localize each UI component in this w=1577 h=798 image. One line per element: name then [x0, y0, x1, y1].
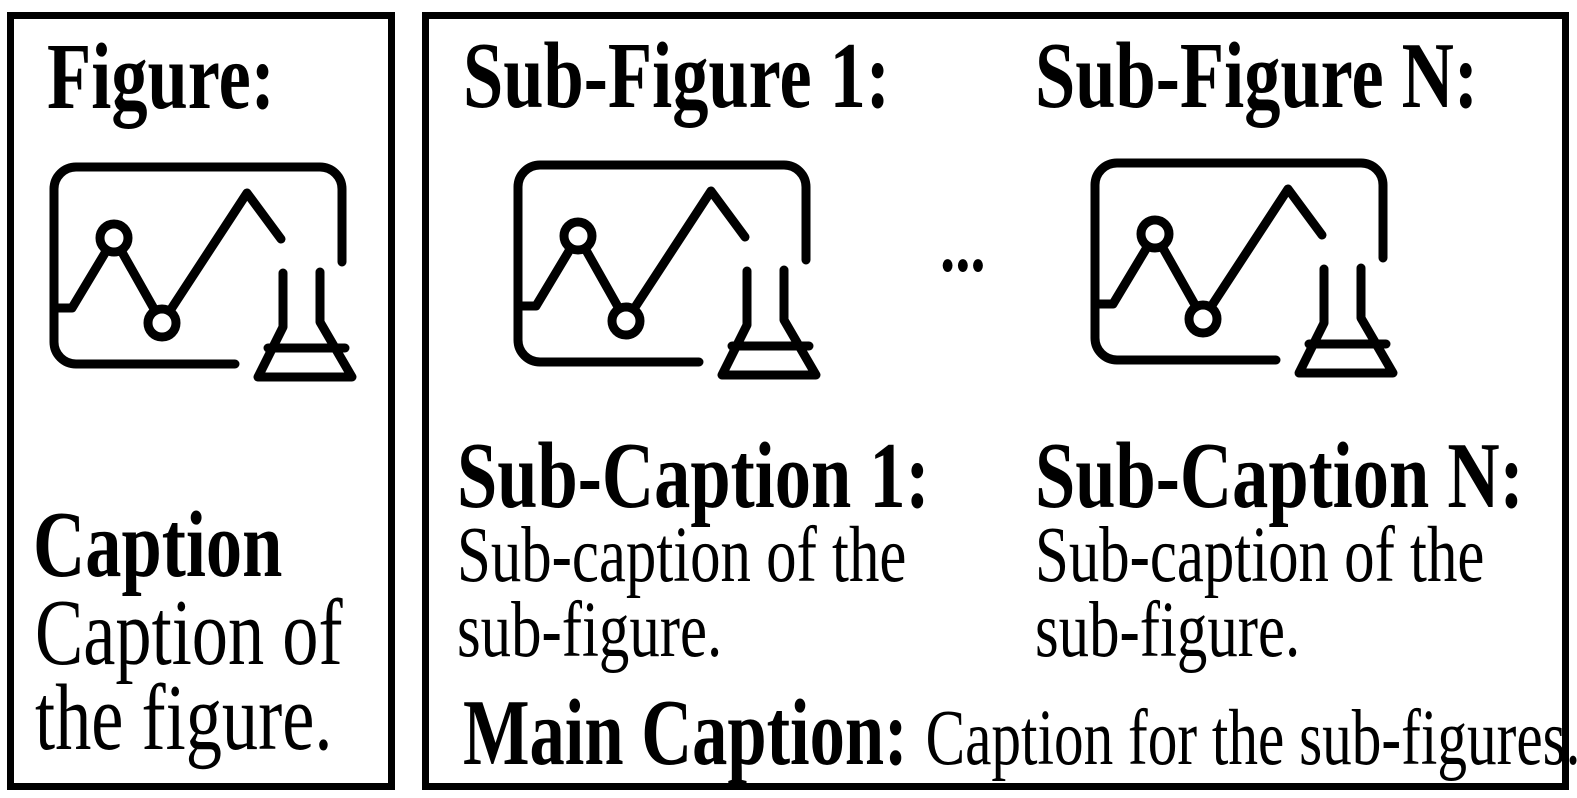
chart-flask-icon: [504, 150, 824, 382]
caption-text-line2: the figure.: [35, 666, 333, 770]
sub-figure-n-title: Sub-Figure N:: [1035, 24, 1479, 128]
sub-caption-n-line2: sub-figure.: [1035, 587, 1301, 674]
chart-flask-icon: [40, 152, 360, 384]
sub-caption-1-line1: Sub-caption of the: [457, 512, 907, 599]
main-caption-text: Caption for the sub-figures.: [925, 695, 1577, 782]
figure-panel: Figure: Caption Caption of the figure.: [7, 12, 395, 790]
ellipsis: ...: [940, 202, 986, 289]
caption-text-line1: Caption of: [35, 581, 343, 685]
main-caption: Main Caption:Caption for the sub-figures…: [463, 686, 1577, 780]
sub-caption-1-line2: sub-figure.: [457, 587, 723, 674]
figure-title: Figure:: [47, 25, 275, 129]
sub-caption-1-label: Sub-Caption 1:: [457, 424, 930, 528]
sub-figures-panel: Sub-Figure 1: Sub-Caption 1: Sub-caption…: [422, 12, 1577, 790]
sub-caption-n-line1: Sub-caption of the: [1035, 512, 1485, 599]
sub-caption-n-label: Sub-Caption N:: [1035, 424, 1524, 528]
sub-figure-1-title: Sub-Figure 1:: [463, 24, 890, 128]
chart-flask-icon: [1081, 148, 1401, 380]
caption-label: Caption: [33, 493, 283, 597]
main-caption-label: Main Caption:: [463, 681, 908, 785]
